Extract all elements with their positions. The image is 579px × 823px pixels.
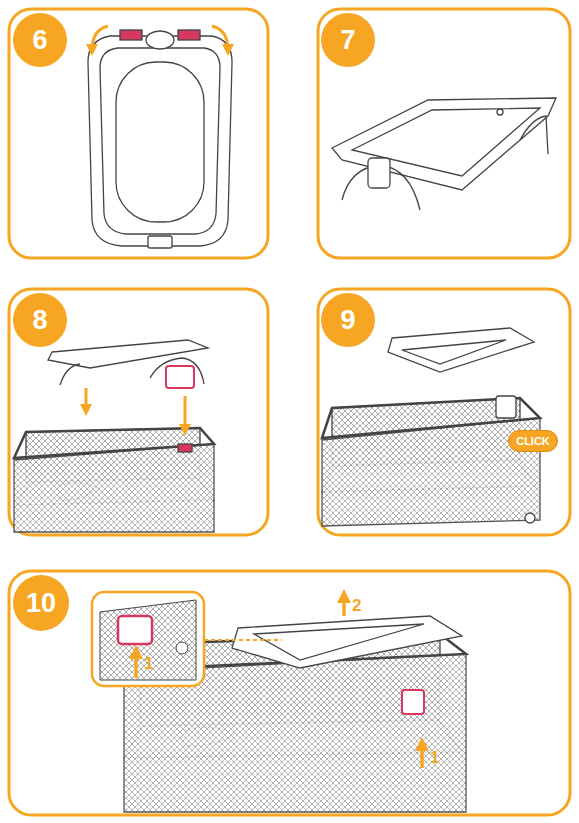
panel-frame [9,571,570,815]
inset-frame [92,592,204,686]
mesh-wall [14,444,214,532]
playard [14,428,214,532]
step-number: 10 [13,575,69,631]
bottom-latch [148,236,172,248]
table-frame [88,36,232,246]
down-arrow [85,388,88,410]
fold-arrows [92,26,228,50]
panel-frame [9,9,268,258]
panel-frame [9,289,268,535]
step-number: 9 [321,293,375,347]
step-number: 6 [13,13,67,67]
panel-frame [318,9,570,258]
lift-arrow [134,652,138,678]
click-text: CLICK [516,435,550,447]
step-number-text: 8 [32,305,47,336]
red-clip [402,690,424,714]
changing-table [232,616,462,714]
step-number: 7 [321,13,375,67]
fold-arrow [92,26,108,50]
red-tag [120,30,142,40]
tray-basin [254,624,424,660]
table-button [176,642,188,654]
changing-table [388,328,534,418]
lift-arrow [420,744,424,768]
down-arrow [184,396,187,430]
click-tag: CLICK [508,430,558,452]
detail-leader [204,639,282,641]
step-number: 8 [13,293,67,347]
table-clip [496,396,516,418]
step-number-text: 9 [340,305,355,336]
lift-arrows [136,596,422,768]
panel-frames [9,9,570,815]
red-clip [118,616,152,644]
mesh-wall [100,600,196,680]
top-knob [146,31,174,49]
callout-number: 1 [430,748,439,768]
tray [388,328,534,372]
callout-number: 1 [144,654,153,674]
table-basin [116,62,204,222]
table-button [497,109,503,115]
step-number-text: 7 [340,25,355,56]
lift-arrow [342,596,346,616]
detail-inset [92,592,282,686]
tray [48,340,208,368]
red-tag [178,444,192,452]
tray-rim [332,98,556,190]
callout-number: 2 [352,596,361,616]
changing-table [332,98,556,210]
table-leg [60,364,80,385]
table-leg [520,116,548,154]
changing-table-top-view [88,30,232,248]
tray-basin [402,340,506,364]
panel-frame [318,289,570,535]
red-clip [166,366,194,388]
red-tag [178,30,200,40]
table-rim [100,48,220,234]
step-number-text: 10 [26,588,56,619]
down-arrows [86,388,185,430]
top-rail [14,428,214,458]
leg-clip [368,158,390,188]
changing-table [48,340,208,388]
step-number-text: 6 [32,25,47,56]
wheel [525,513,535,523]
tray [232,616,462,668]
fold-arrow [212,26,228,50]
